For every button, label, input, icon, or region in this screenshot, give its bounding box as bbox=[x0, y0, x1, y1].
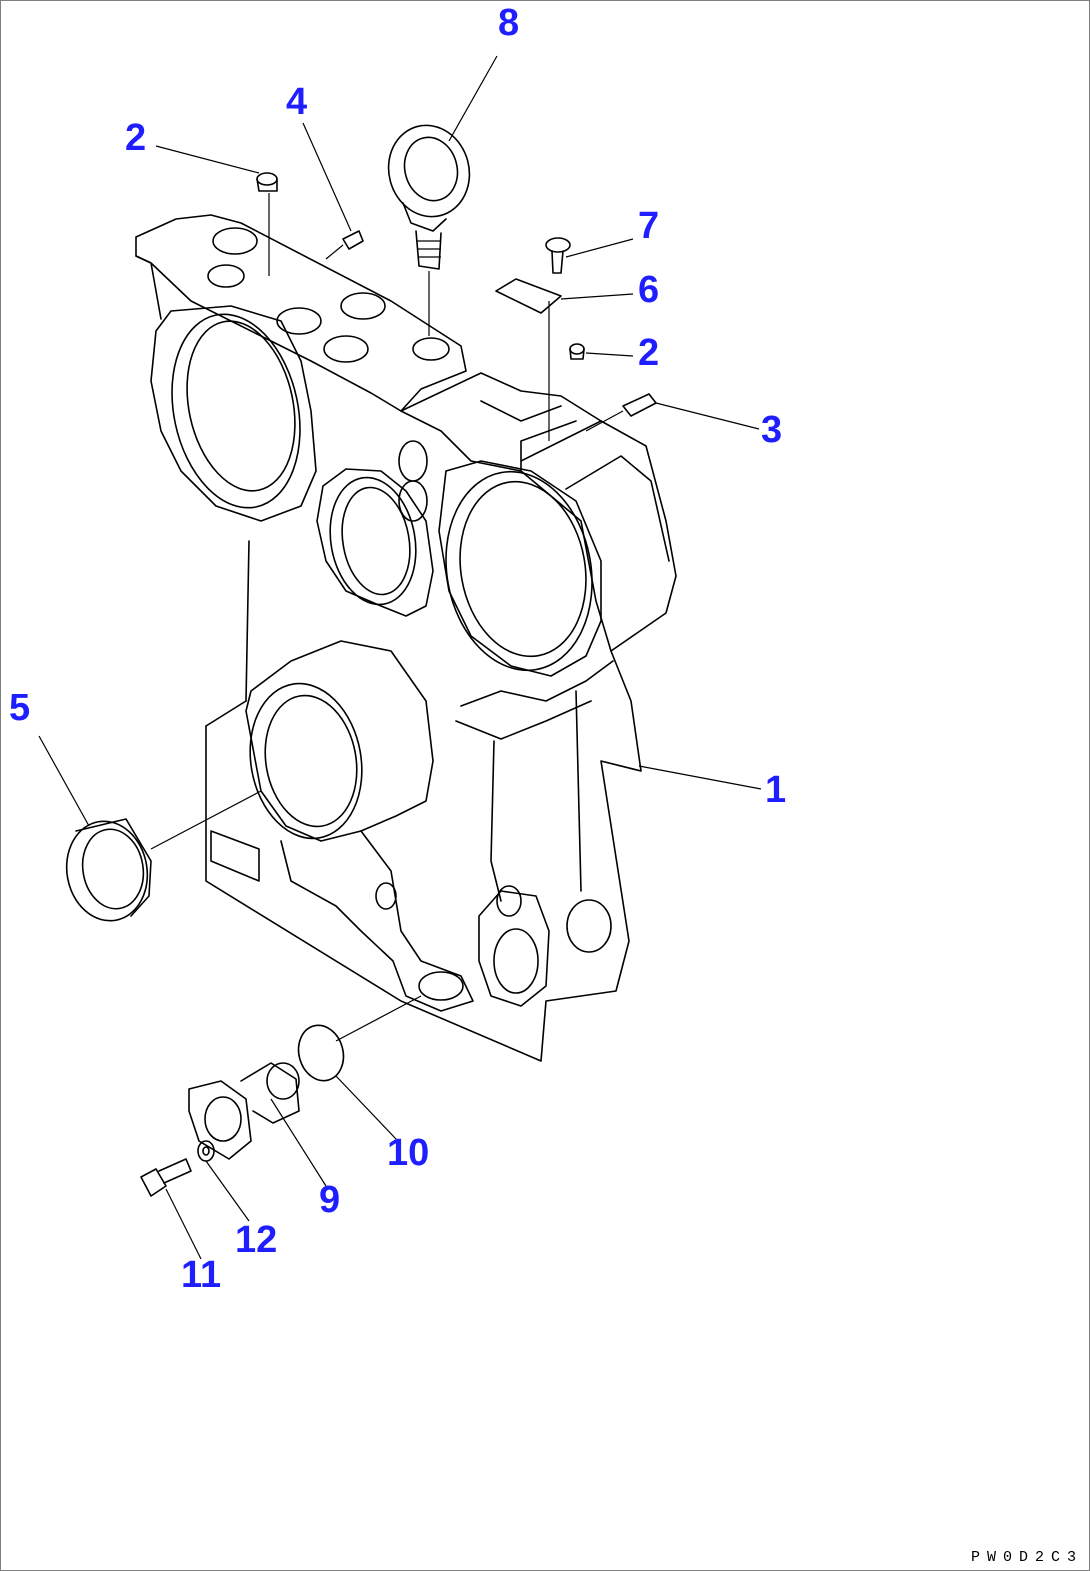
drawing-code: PW0D2C3 bbox=[970, 1549, 1083, 1566]
callout-7: 7 bbox=[638, 205, 660, 247]
fitting-part-4 bbox=[325, 230, 364, 260]
callout-12: 12 bbox=[235, 1219, 278, 1261]
callout-10: 10 bbox=[387, 1132, 430, 1174]
washer-part-12 bbox=[197, 1140, 215, 1162]
bolt-part-3 bbox=[585, 393, 657, 432]
callout-5: 5 bbox=[9, 687, 31, 729]
leader-10 bbox=[335, 1075, 397, 1140]
callout-9: 9 bbox=[319, 1179, 341, 1221]
leader-8 bbox=[448, 55, 498, 142]
plug-part-2b bbox=[569, 343, 585, 360]
callout-2-right: 2 bbox=[638, 332, 660, 374]
callout-4: 4 bbox=[286, 81, 308, 123]
eye-bolt-part-8 bbox=[387, 124, 471, 336]
front-cover-housing bbox=[135, 214, 677, 1062]
leader-7 bbox=[565, 238, 634, 258]
bolt-part-11 bbox=[140, 1158, 192, 1197]
oil-seal-part-5 bbox=[65, 790, 262, 922]
callout-1: 1 bbox=[765, 769, 787, 811]
callout-11: 11 bbox=[181, 1254, 222, 1296]
leader-3 bbox=[655, 402, 760, 430]
callout-2-upper-left: 2 bbox=[125, 117, 147, 159]
pipe-fitting-part-9 bbox=[188, 1062, 300, 1160]
plug-part-2a bbox=[256, 172, 278, 276]
plate-part-6 bbox=[495, 278, 562, 441]
leader-1 bbox=[638, 765, 762, 790]
leader-4 bbox=[302, 122, 352, 232]
leader-12 bbox=[205, 1160, 250, 1222]
leader-11 bbox=[165, 1188, 202, 1260]
leader-2a bbox=[155, 145, 260, 174]
o-ring-part-10 bbox=[297, 995, 422, 1082]
callout-6: 6 bbox=[638, 269, 660, 311]
callout-3: 3 bbox=[761, 409, 783, 451]
leader-9 bbox=[270, 1098, 327, 1187]
leader-5 bbox=[38, 735, 90, 827]
leader-6 bbox=[560, 293, 634, 300]
leader-2b bbox=[585, 352, 634, 357]
leader-lines bbox=[38, 55, 762, 1260]
callout-8: 8 bbox=[498, 2, 520, 44]
screw-part-7 bbox=[545, 237, 571, 274]
